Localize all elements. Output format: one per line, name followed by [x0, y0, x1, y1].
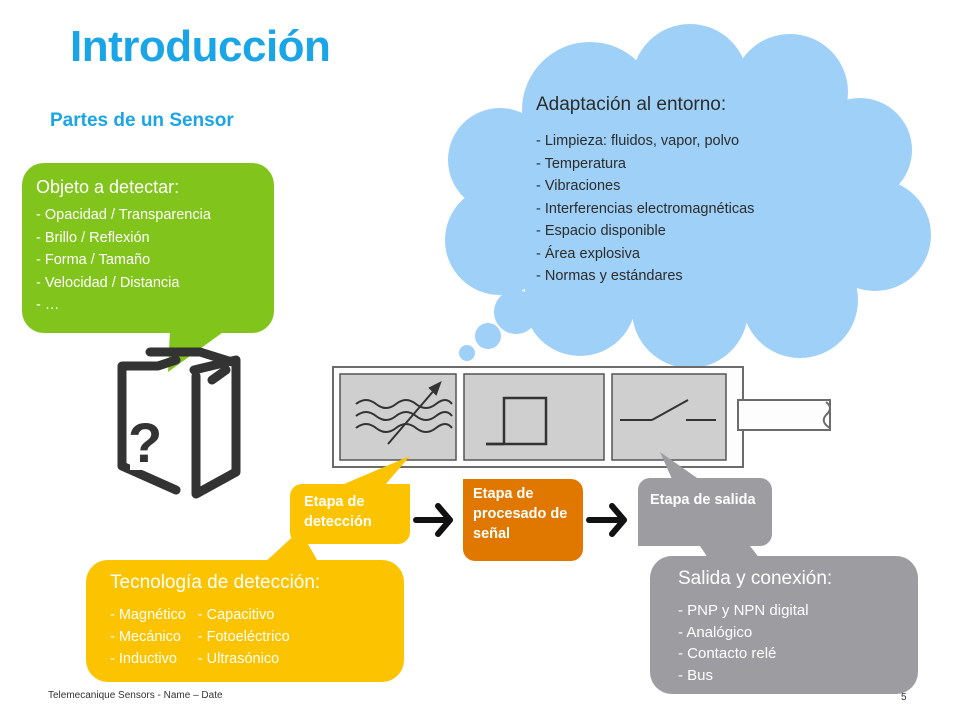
list-item: - Inductivo — [110, 651, 177, 667]
list-item: - Espacio disponible — [536, 223, 666, 239]
stage-detection: Etapa de detección — [290, 484, 410, 544]
detection-symbol — [355, 380, 453, 445]
output-box-list: - PNP y NPN digital - Analógico - Contac… — [678, 600, 890, 686]
technology-box-heading: Tecnología de detección: — [110, 572, 321, 593]
object-box: Objeto a detectar: - Opacidad / Transpar… — [22, 163, 274, 333]
processing-symbol — [486, 396, 548, 446]
list-item: - Forma / Tamaño — [36, 252, 151, 268]
list-item: - Ultrasónico — [197, 651, 280, 667]
flow-arrow-2 — [586, 503, 627, 537]
output-box: Salida y conexión: - PNP y NPN digital -… — [650, 556, 918, 694]
list-item: - Interferencias electromagnéticas — [536, 200, 755, 217]
page-title: Introducción — [70, 22, 331, 71]
page-number: 5 — [901, 692, 907, 703]
output-switch-symbol — [620, 399, 716, 421]
technology-columns: - Magnético - Mecánico - Inductivo - Cap… — [110, 604, 380, 670]
list-item: - Opacidad / Transparencia — [36, 207, 211, 223]
environment-box-list: - Limpieza: fluidos, vapor, polvo - Temp… — [536, 130, 754, 288]
footer-text: Telemecanique Sensors - Name – Date — [48, 690, 223, 701]
object-box-heading: Objeto a detectar: — [36, 177, 180, 197]
list-item: - Mecánico — [110, 629, 181, 645]
page-subtitle: Partes de un Sensor — [50, 110, 234, 131]
list-item: - Capacitivo — [197, 607, 275, 623]
list-item: - Temperatura — [536, 155, 626, 172]
list-item: - Fotoeléctrico — [197, 629, 290, 645]
stage-output: Etapa de salida — [638, 478, 772, 546]
list-item: - … — [36, 297, 60, 313]
list-item: - PNP y NPN digital — [678, 602, 809, 619]
list-item: - Área explosiva — [536, 245, 640, 262]
list-item: - Brillo / Reflexión — [36, 229, 150, 246]
list-item: - Vibraciones — [536, 178, 621, 194]
environment-box-heading: Adaptación al entorno: — [536, 94, 727, 115]
list-item: - Velocidad / Distancia — [36, 274, 180, 291]
list-item: - Normas y estándares — [536, 268, 683, 284]
list-item: - Limpieza: fluidos, vapor, polvo — [536, 133, 740, 149]
list-item: - Analógico — [678, 623, 753, 641]
stage-processing: Etapa de procesado de señal — [463, 479, 583, 561]
unknown-object-icon: ? — [117, 347, 241, 499]
list-item: - Magnético — [110, 607, 186, 623]
environment-box: Adaptación al entorno: - Limpieza: fluid… — [536, 94, 754, 288]
output-box-heading: Salida y conexión: — [678, 568, 833, 589]
sensor-schematic — [332, 366, 831, 468]
object-box-list: - Opacidad / Transparencia - Brillo / Re… — [36, 204, 260, 317]
technology-callout-pointer — [262, 530, 320, 565]
list-item: - Contacto relé — [678, 645, 777, 662]
technology-box: Tecnología de detección: - Magnético - M… — [86, 560, 404, 682]
list-item: - Bus — [678, 666, 714, 684]
technology-list-2: - Capacitivo - Fotoeléctrico - Ultrasóni… — [198, 604, 290, 670]
flow-arrow-1 — [413, 503, 453, 537]
svg-text:?: ? — [128, 411, 162, 474]
thought-cloud — [445, 24, 931, 368]
technology-list-1: - Magnético - Mecánico - Inductivo — [110, 604, 186, 670]
